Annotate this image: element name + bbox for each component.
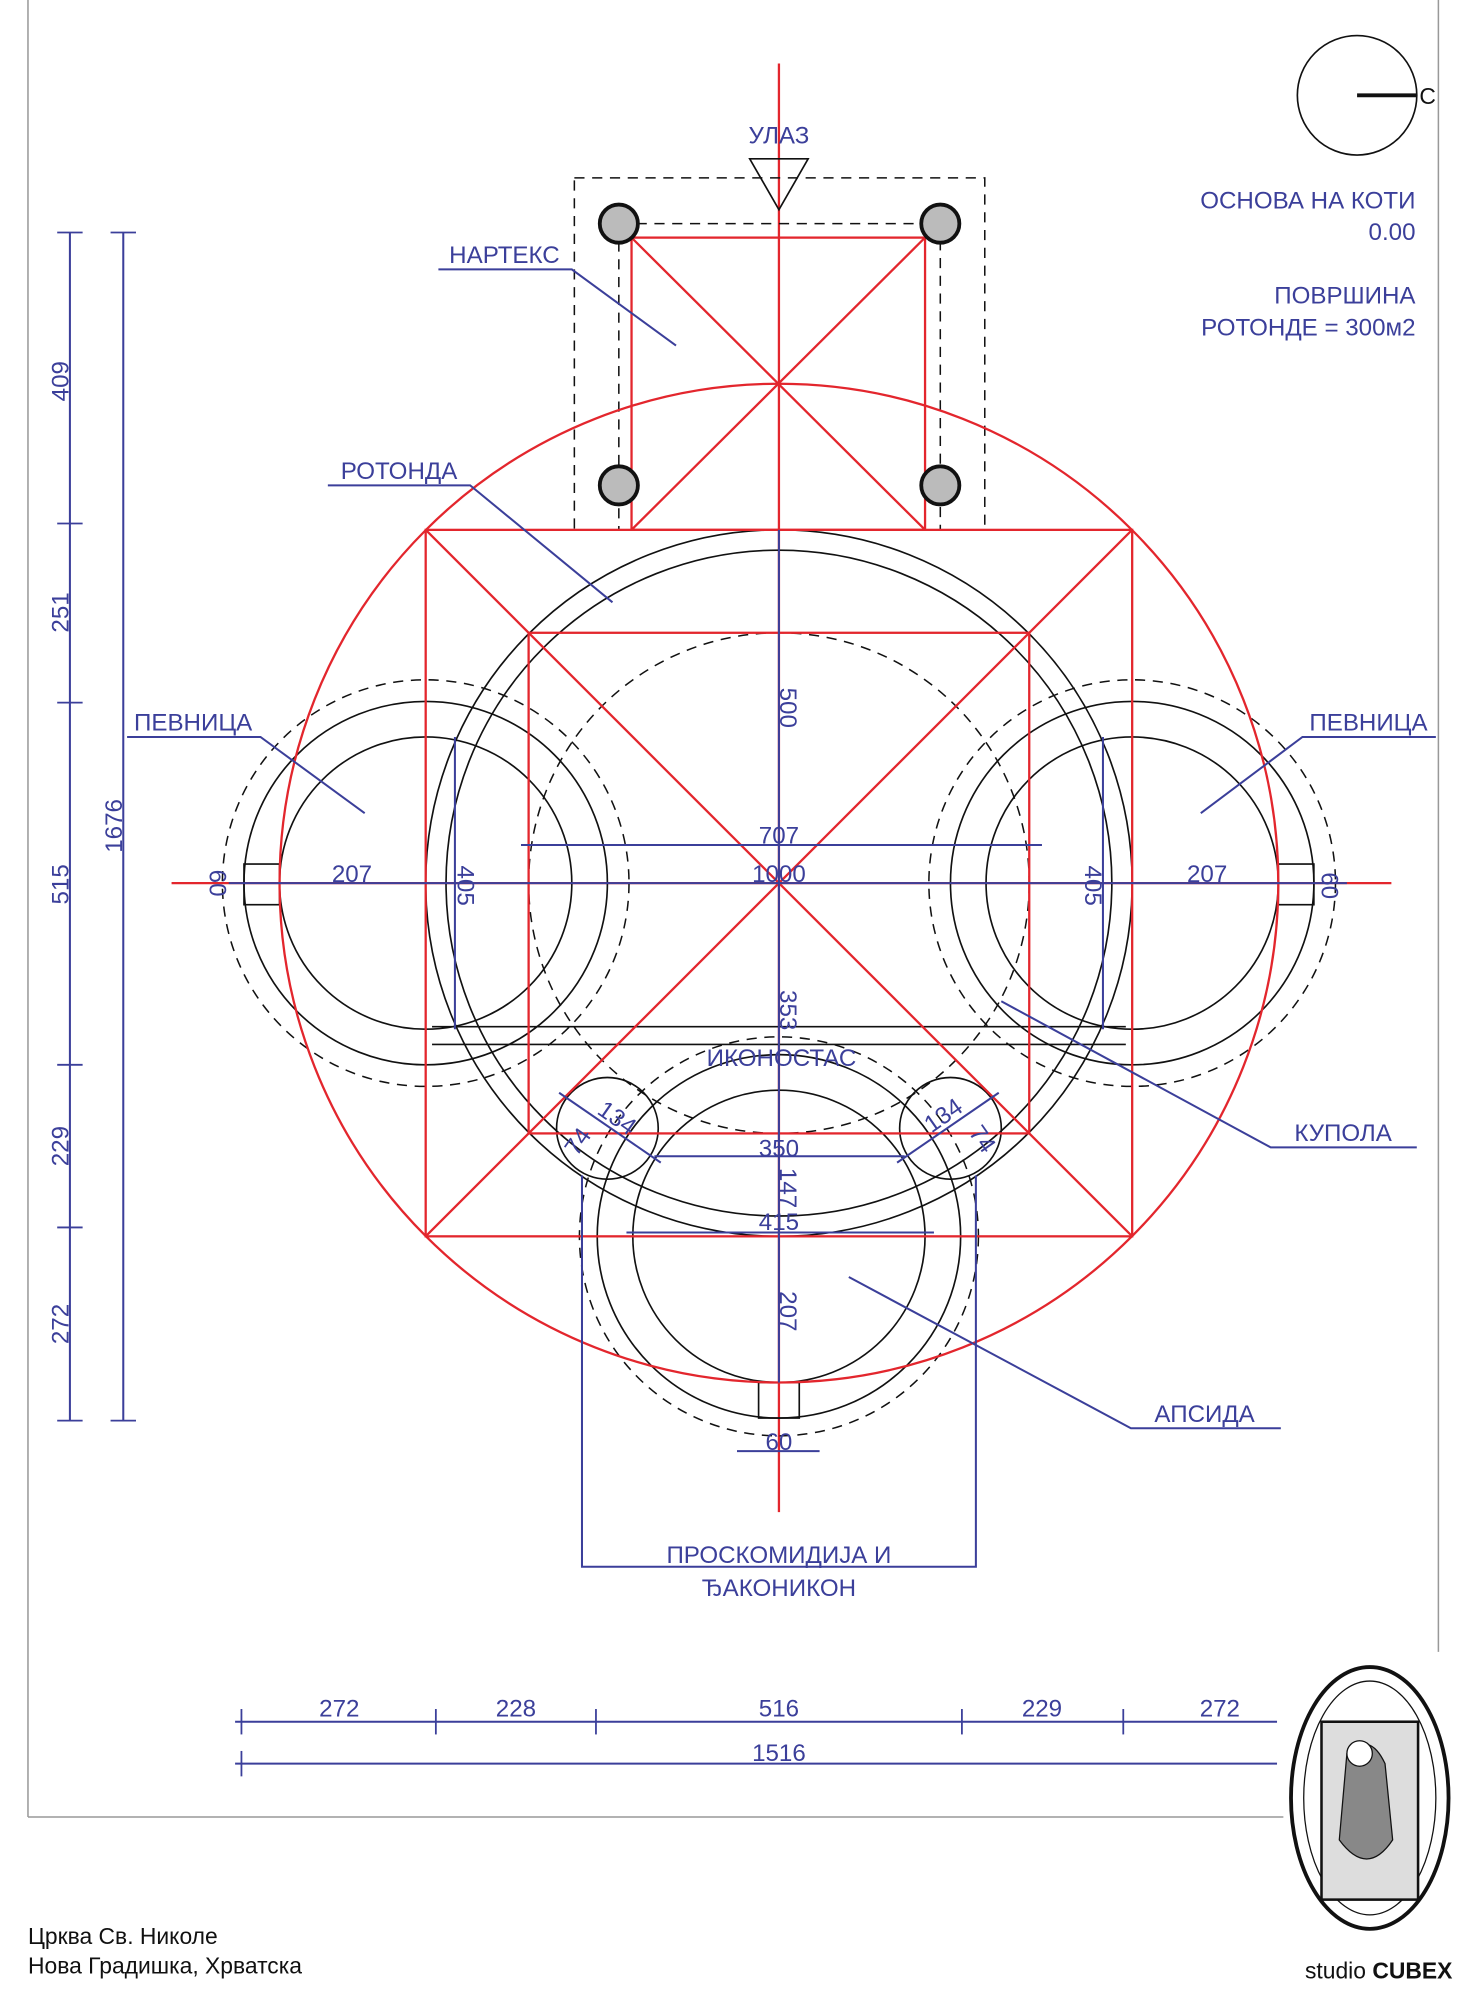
church-name: Црква Св. Николе — [28, 1923, 218, 1949]
dim-bottom-229: 229 — [1022, 1696, 1062, 1723]
room-labels: УЛАЗ НАРТЕКС РОТОНДА ПЕВНИЦА ПЕВНИЦА ИКО… — [134, 123, 1428, 1602]
dim-147: 147 — [774, 1168, 801, 1208]
dim-60-bottom: 60 — [766, 1429, 793, 1456]
dim-left-251: 251 — [48, 592, 75, 632]
dim-bottom-272: 272 — [319, 1696, 359, 1723]
plan-info: ОСНОВА НА КОТИ 0.00 ПОВРШИНА РОТОНДЕ = 3… — [1200, 187, 1416, 341]
dim-207: 207 — [774, 1291, 801, 1331]
label-entrance: УЛАЗ — [749, 123, 810, 150]
dim-350: 350 — [759, 1135, 799, 1162]
column-icon — [597, 202, 640, 245]
label-rotunda: РОТОНДА — [341, 458, 459, 485]
north-arrow-icon: С — [1296, 34, 1436, 156]
dim-207-right: 207 — [1187, 861, 1227, 888]
dim-500: 500 — [774, 688, 801, 728]
dim-left-409: 409 — [48, 361, 75, 401]
label-choir-left: ПЕВНИЦА — [134, 710, 253, 737]
studio-name: CUBEX — [1372, 1957, 1453, 1983]
dim-bottom-total: 1516 — [752, 1740, 806, 1767]
column-icon — [597, 464, 640, 507]
dim-74-left: 74 — [560, 1123, 598, 1160]
dim-left-total: 1676 — [101, 799, 128, 853]
label-prothesis-2: ЂАКОНИКОН — [702, 1575, 856, 1602]
studio-credit: studio CUBEX — [1305, 1957, 1453, 1983]
dim-left-515: 515 — [48, 864, 75, 904]
dim-60-right: 60 — [1315, 872, 1342, 899]
label-dome: КУПОЛА — [1294, 1120, 1392, 1147]
dim-left-229: 229 — [48, 1126, 75, 1166]
north-label: С — [1419, 83, 1436, 109]
dim-405-right: 405 — [1079, 866, 1106, 906]
narthex — [573, 158, 986, 532]
level-value: 0.00 — [1369, 219, 1416, 246]
seal-stamp-icon — [1289, 1665, 1451, 1931]
dimension-lines — [57, 231, 1436, 1777]
label-apse: АПСИДА — [1154, 1401, 1255, 1428]
label-choir-right: ПЕВНИЦА — [1309, 710, 1428, 737]
label-prothesis-1: ПРОСКОМИДИЈА И — [666, 1542, 891, 1569]
dim-353: 353 — [774, 990, 801, 1030]
dim-207-left: 207 — [332, 861, 372, 888]
church-location: Нова Градишка, Хрватска — [28, 1952, 302, 1978]
dim-bottom-516: 516 — [759, 1696, 799, 1723]
column-icon — [919, 202, 962, 245]
area-label: ПОВРШИНА — [1274, 283, 1416, 310]
area-value: РОТОНДЕ = 300м2 — [1201, 314, 1415, 341]
sheet-frame — [27, 0, 1440, 1818]
title-block: Црква Св. Николе Нова Градишка, Хрватска… — [28, 1923, 1453, 1983]
column-icon — [919, 464, 962, 507]
dim-left-272: 272 — [48, 1304, 75, 1344]
dim-415: 415 — [759, 1209, 799, 1236]
studio-prefix: studio — [1305, 1957, 1372, 1983]
dim-bottom-228: 228 — [496, 1696, 536, 1723]
dim-bottom-272b: 272 — [1200, 1696, 1240, 1723]
dim-405-left: 405 — [451, 866, 478, 906]
label-iconostasis: ИКОНОСТАС — [707, 1045, 857, 1072]
label-narthex: НАРТЕКС — [449, 242, 560, 269]
dim-707: 707 — [759, 823, 799, 850]
dim-60-left: 60 — [204, 870, 231, 897]
dim-1000: 1000 — [752, 861, 806, 888]
entrance-arrow-icon — [748, 158, 810, 212]
level-label: ОСНОВА НА КОТИ — [1200, 187, 1415, 214]
